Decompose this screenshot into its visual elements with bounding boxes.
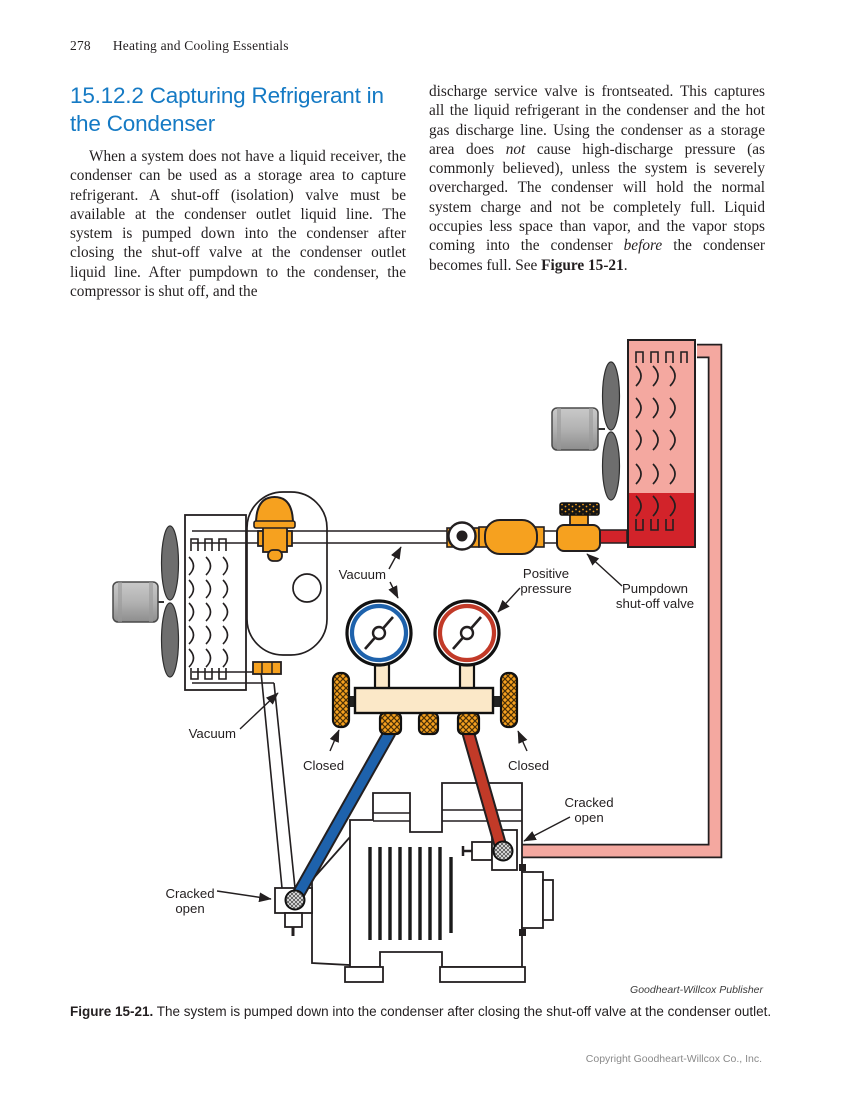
manifold-port-high [456, 711, 481, 736]
running-header: 278 Heating and Cooling Essentials [70, 38, 289, 54]
vacuum-liquid-line-label: Vacuum [339, 567, 386, 582]
svg-text:shut-off valve: shut-off valve [616, 596, 694, 611]
svg-text:open: open [574, 810, 603, 825]
condenser-fan-motor [551, 407, 599, 451]
manifold-port-low [378, 711, 403, 736]
suction-valve-port [284, 889, 306, 911]
hot-gas-discharge-line [516, 343, 723, 859]
valve-handle [559, 502, 600, 516]
suction-line [192, 661, 296, 889]
manifold-knob-low [331, 671, 351, 729]
high-side-hose [461, 730, 509, 853]
closed-left-label: Closed [303, 758, 344, 773]
cracked-open-suction-label: Cracked [165, 886, 214, 901]
condenser-inlet-pipe [597, 529, 628, 544]
gauge-manifold [331, 662, 519, 736]
discharge-valve-port [492, 840, 514, 862]
positive-pressure-label: Positive [523, 566, 569, 581]
outlet-fitting [252, 661, 282, 675]
figure-caption: Figure 15-21. The system is pumped down … [70, 1003, 782, 1021]
copyright-notice: Copyright Goodheart-Willcox Co., Inc. [585, 1053, 762, 1065]
section-heading: 15.12.2 Capturing Refrigerant in the Con… [70, 83, 384, 136]
pumpdown-shutoff-valve [556, 502, 628, 552]
svg-text:pressure: pressure [520, 581, 571, 596]
book-title: Heating and Cooling Essentials [112, 38, 289, 53]
vacuum-suction-line-label: Vacuum [189, 726, 236, 741]
manifold-knob-high [499, 671, 519, 729]
low-side-hose [289, 728, 396, 904]
text-columns: 15.12.2 Capturing Refrigerant in the Con… [70, 82, 765, 301]
low-pressure-gauge [345, 599, 413, 667]
evaporator-fan [112, 525, 180, 678]
filter-drier [478, 519, 545, 555]
callouts: Vacuum Positive pressure Pumpdown shut-o… [165, 546, 694, 916]
housing-port [292, 573, 322, 603]
evaporator-coil [184, 514, 247, 691]
sight-glass [446, 521, 480, 551]
cracked-open-discharge-label: Cracked [564, 795, 613, 810]
condenser-coil [627, 339, 696, 548]
expansion-valve [253, 495, 296, 562]
right-column: discharge service valve is frontseated. … [429, 82, 765, 301]
left-column: 15.12.2 Capturing Refrigerant in the Con… [70, 82, 406, 301]
closed-right-label: Closed [508, 758, 549, 773]
body-paragraph-right: discharge service valve is frontseated. … [429, 83, 765, 274]
compressor [311, 782, 554, 983]
condenser-fan [551, 361, 621, 501]
pumpdown-valve-label: Pumpdown [622, 581, 688, 596]
publisher-credit: Goodheart-Willcox Publisher [630, 984, 763, 996]
svg-text:open: open [175, 901, 204, 916]
compressor-fins [368, 847, 453, 940]
figure-caption-label: Figure 15-21. [70, 1004, 154, 1019]
figure-15-21-diagram: Vacuum Positive pressure Pumpdown shut-o… [70, 328, 782, 988]
body-paragraph-left: When a system does not have a liquid rec… [70, 148, 406, 301]
page-number: 278 [70, 38, 91, 53]
high-pressure-gauge [433, 599, 501, 667]
evaporator-fan-motor [112, 581, 159, 623]
figure-caption-text: The system is pumped down into the conde… [156, 1004, 772, 1019]
manifold-port-center [417, 711, 440, 736]
